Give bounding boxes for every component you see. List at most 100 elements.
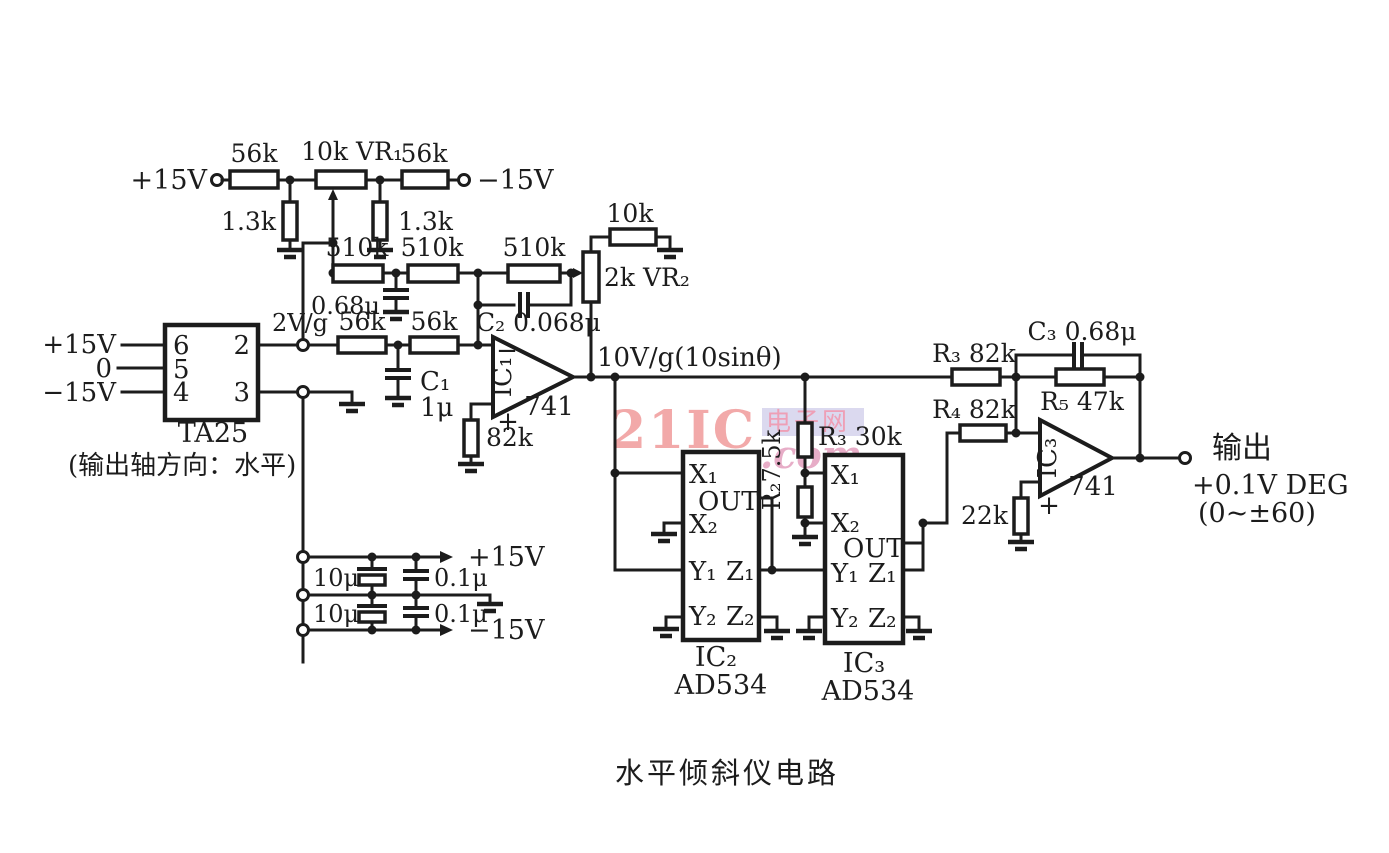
vr2-wiper-arrow [573, 268, 583, 278]
ta25-pin2: 2 [233, 331, 250, 361]
resistor-r3-82k [950, 367, 1002, 387]
sensor-vminus-label: −15V [42, 378, 117, 408]
ground-symbol [796, 628, 822, 641]
psu-terminal-top [296, 550, 310, 564]
resistor-56k-in2-label: 56k [411, 307, 459, 336]
opamp-ic1: IC₁ 741 − + 82k 10V/g(10sinθ) [458, 333, 954, 474]
ic2-pin-x1: X₁ [689, 460, 718, 490]
ic2-pin-z2: Z₂ [726, 602, 755, 632]
resistor-r4-82k-label: R₄ 82k [932, 395, 1017, 424]
amp1-output-label: 10V/g(10sinθ) [597, 343, 782, 373]
input-network: 56k C₁ 1μ 56k [307, 307, 495, 423]
resistor-22k-label: 22k [961, 501, 1009, 530]
sensor-vzero-label: 0 [95, 354, 112, 384]
ground-symbol [651, 531, 677, 544]
ground-symbol [383, 309, 409, 322]
potentiometer-vr1-label: 10k VR₁ [301, 137, 403, 166]
resistor-r5-47k [1054, 367, 1106, 387]
ground-symbol [477, 601, 503, 614]
ta25-pin3: 3 [233, 378, 250, 408]
ic2-name: IC₂ [695, 642, 737, 673]
ic3-name: IC₃ [843, 648, 885, 679]
vr1-wiper-arrow [328, 189, 338, 200]
opamp2-plus: + [1038, 491, 1060, 521]
sensor-ta25: +15V 0 −15V 6 5 4 2 3 TA25 (输出轴方向：水平) 2V… [42, 309, 365, 481]
ta25-pin4: 4 [173, 378, 190, 408]
cap-c1-value: 1μ [420, 393, 453, 423]
resistor-510k-2-label: 510k [401, 233, 465, 262]
resistor-1k3-left-label: 1.3k [221, 207, 277, 236]
ground-symbol [792, 534, 818, 547]
cap-c3-label: C₃ 0.68μ [1027, 317, 1136, 346]
ground-symbol [277, 247, 303, 260]
resistor-r4-82k [958, 423, 1008, 443]
signal-terminal [296, 338, 310, 352]
ic2-pin-y2: Y₂ [688, 602, 717, 632]
resistor-r3-82k-label: R₃ 82k [932, 339, 1017, 368]
ic2-pin-x2: X₂ [689, 510, 718, 540]
output-cn-label: 输出 [1212, 431, 1272, 466]
resistor-1k3-right-label: 1.3k [398, 207, 454, 236]
vminus-terminal [457, 173, 471, 187]
psu-terminal-bot [296, 623, 310, 637]
ta25-pin5: 5 [173, 355, 190, 385]
vplus-arrow [440, 551, 453, 563]
resistor-r5-47k-label: R₅ 47k [1040, 387, 1125, 416]
cap-01u-top-label: 0.1μ [434, 564, 488, 592]
multiplier-ic2: X₁ OUT X₂ Y₁ Z₁ Y₂ Z₂ IC₂ AD534 [651, 449, 827, 701]
resistor-56k-left [228, 169, 280, 190]
cap-10u-top-label: 10μ [313, 564, 359, 592]
divider-network: R₃ 30k R₂7.5k [758, 375, 903, 547]
output-amplifier: R₃ 82k C₃ 0.68μ R₅ 47k R₄ 82k − IC₃ 741 … [932, 317, 1349, 552]
ic3-pin-x1: X₁ [831, 461, 860, 491]
ic2-pin-out: OUT [698, 487, 759, 517]
resistor-10k [608, 227, 658, 247]
ground-symbol [367, 247, 393, 260]
resistor-56k-right [400, 169, 450, 190]
ta25-name: TA25 [178, 418, 248, 449]
opamp2-triangle [1038, 416, 1117, 500]
resistor-510k-3-label: 510k [503, 233, 567, 262]
resistor-r2-7k5 [796, 485, 814, 519]
opamp2-part: 741 [1068, 472, 1118, 502]
potentiometer-vr2 [581, 250, 601, 304]
multiplier-feed [610, 375, 685, 572]
psu-terminal-mid [296, 588, 310, 602]
circuit-title: 水平倾斜仪电路 [615, 756, 839, 790]
ic3-pin-y1: Y₁ [830, 559, 859, 589]
ground-symbol [657, 247, 683, 260]
ground-symbol [906, 628, 932, 641]
multiplier-ic2-box [680, 449, 762, 643]
cap-c2-label: C₂ 0.068μ [476, 308, 601, 337]
opamp-ic1-minus: − [496, 336, 518, 366]
ta25-pin6: 6 [173, 331, 190, 361]
opamp-ic1-plus: + [497, 407, 519, 437]
resistor-510k-1-label: 510k [326, 233, 390, 262]
opamp-ic1-triangle [491, 333, 578, 421]
cap-01u-bot-label: 0.1μ [434, 600, 488, 628]
pin3-terminal [296, 385, 310, 399]
offset-network: +15V 56k 1.3k 10k VR₁ 1.3k 56k −15V [131, 137, 554, 275]
ic3-pin-y2: Y₂ [830, 604, 859, 634]
ground-symbol [339, 401, 365, 414]
potentiometer-vr1 [314, 169, 368, 190]
sensor-vplus-label: +15V [42, 330, 117, 360]
output-range-label: (0~±60) [1198, 498, 1316, 529]
ground-symbol [458, 461, 484, 474]
opamp2-minus: − [1018, 418, 1040, 448]
ic3-part: AD534 [821, 676, 915, 707]
ic3-pin-z1: Z₁ [868, 559, 897, 589]
ground-symbol [764, 628, 790, 641]
resistor-56k-left-label: 56k [231, 139, 279, 168]
resistor-510k-3 [506, 263, 562, 284]
ground-symbol [1008, 539, 1034, 552]
multiplier-ic3-box [822, 452, 906, 646]
cap-c1-label: C₁ [420, 367, 450, 397]
resistor-22k [1012, 496, 1030, 536]
resistor-56k-in1-label: 56k [339, 307, 387, 336]
output-terminal [1178, 451, 1192, 465]
resistor-56k-in2 [408, 335, 460, 355]
ic2-pin-y1: Y₁ [688, 557, 717, 587]
psu-vplus-label: +15V [468, 542, 545, 573]
